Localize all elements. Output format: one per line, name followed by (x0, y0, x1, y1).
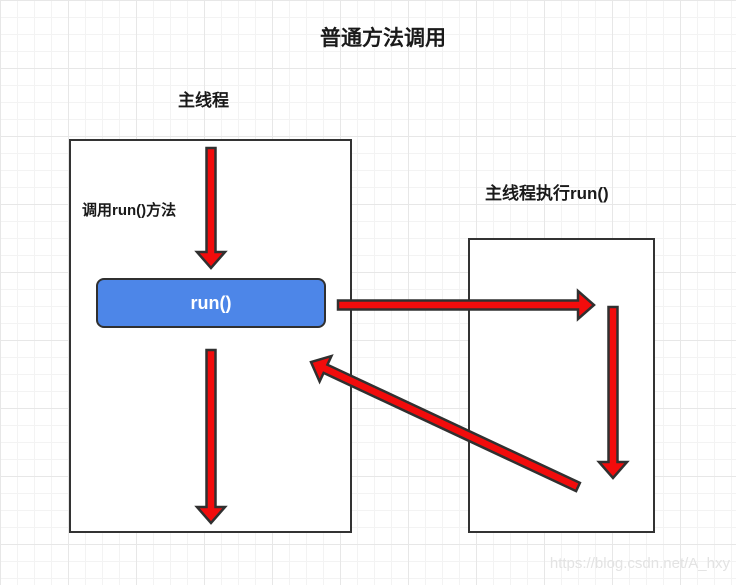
exec-run-label: 主线程执行run() (485, 184, 609, 203)
watermark-text: https://blog.csdn.net/A_hxy (549, 555, 730, 572)
diagram-title: 普通方法调用 (320, 27, 446, 50)
exec-run-box (468, 238, 655, 533)
run-method-shape: run() (96, 278, 326, 328)
call-run-label: 调用run()方法 (82, 202, 177, 219)
main-thread-label: 主线程 (178, 91, 229, 110)
run-method-label: run() (190, 292, 232, 313)
